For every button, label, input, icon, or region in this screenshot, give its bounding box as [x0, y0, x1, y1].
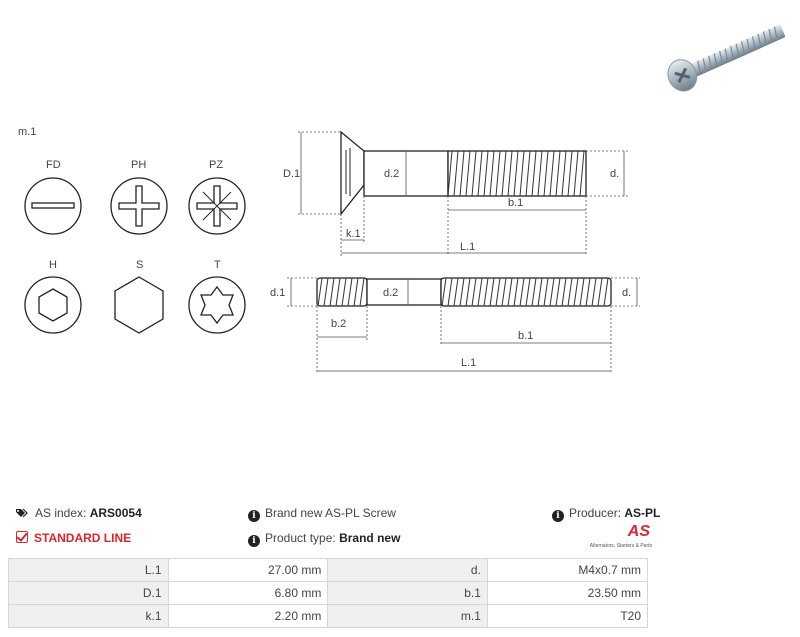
- spec-value: 6.80 mm: [167, 581, 329, 605]
- hex-socket-drive-icon: [24, 276, 82, 334]
- dim-b2: b.2: [331, 318, 346, 330]
- drive-t: T: [188, 259, 246, 334]
- spec-key: d.: [327, 558, 488, 582]
- drive-label: H: [49, 259, 57, 271]
- drive-h: H: [24, 259, 82, 334]
- product-type: i Product type: Brand new: [248, 531, 400, 547]
- producer-label: Producer:: [569, 506, 622, 520]
- producer-value: AS-PL: [624, 506, 661, 520]
- bottom-dimensions: [287, 277, 640, 374]
- checkbox-checked-icon: [16, 531, 28, 543]
- dim-L1: L.1: [460, 241, 475, 253]
- spec-key: D.1: [8, 581, 169, 605]
- torx-drive-icon: [188, 276, 246, 334]
- spec-value: 23.50 mm: [486, 581, 649, 605]
- spec-value: M4x0.7 mm: [486, 558, 649, 582]
- dim-d2: d.2: [383, 287, 398, 299]
- dim-d1: d.1: [270, 287, 285, 299]
- drive-ph: PH: [110, 159, 168, 235]
- dim-d: d.: [622, 287, 631, 299]
- dim-k1: k.1: [346, 228, 361, 240]
- specs-table: L.1 27.00 mm d. M4x0.7 mm D.1 6.80 mm b.…: [8, 558, 649, 628]
- as-pl-logo: AS Alternators, Starters & Parts: [582, 523, 652, 553]
- spec-value: 27.00 mm: [167, 558, 329, 582]
- table-row: L.1 27.00 mm d. M4x0.7 mm: [8, 558, 649, 582]
- standard-line: STANDARD LINE: [16, 531, 131, 545]
- technical-drawing: m.1 FD PH PZ H S T: [18, 126, 640, 374]
- brand-text: Brand new AS-PL Screw: [265, 506, 396, 520]
- brand-description: i Brand new AS-PL Screw: [248, 506, 396, 522]
- bottom-screw: [316, 277, 612, 307]
- logo-mark: AS: [627, 523, 650, 540]
- dim-b1: b.1: [508, 197, 523, 209]
- drive-label: PZ: [209, 159, 223, 171]
- top-thread: [447, 150, 585, 197]
- spec-key: m.1: [327, 604, 488, 628]
- drive-label: PH: [131, 159, 146, 171]
- drive-label: T: [214, 259, 221, 271]
- as-index: AS index: ARS0054: [16, 506, 142, 520]
- producer: i Producer: AS-PL: [552, 506, 660, 522]
- bottom-thread: [317, 277, 609, 307]
- info-icon: i: [248, 535, 260, 547]
- spec-key: k.1: [8, 604, 169, 628]
- as-index-label: AS index:: [35, 506, 87, 520]
- spec-value: 2.20 mm: [167, 604, 329, 628]
- drive-s: S: [114, 259, 164, 334]
- product-type-value: Brand new: [339, 531, 401, 545]
- dim-b1: b.1: [518, 330, 533, 342]
- dim-L1: L.1: [461, 357, 476, 369]
- product-photo: [667, 24, 786, 92]
- pozidriv-drive-icon: [188, 177, 246, 235]
- table-row: k.1 2.20 mm m.1 T20: [8, 604, 649, 628]
- drive-fd: FD: [24, 159, 82, 235]
- info-icon: i: [552, 510, 564, 522]
- hex-head-drive-icon: [114, 276, 164, 334]
- info-icon: i: [248, 510, 260, 522]
- as-index-value: ARS0054: [89, 506, 142, 520]
- table-row: D.1 6.80 mm b.1 23.50 mm: [8, 581, 649, 605]
- spec-key: b.1: [327, 581, 488, 605]
- dim-d: d.: [610, 168, 619, 180]
- drive-pz: PZ: [188, 159, 246, 235]
- drive-label: S: [136, 259, 143, 271]
- flat-drive-icon: [24, 177, 82, 235]
- product-type-label: Product type:: [265, 531, 336, 545]
- spec-key: L.1: [8, 558, 169, 582]
- logo-tagline: Alternators, Starters & Parts: [589, 543, 652, 549]
- dim-D1: D.1: [283, 168, 300, 180]
- standard-line-label: STANDARD LINE: [34, 531, 132, 545]
- tags-icon: [16, 508, 28, 518]
- m1-label: m.1: [18, 126, 36, 138]
- dim-d2: d.2: [384, 168, 399, 180]
- top-dimensions: [298, 131, 628, 256]
- spec-value: T20: [486, 604, 649, 628]
- phillips-drive-icon: [110, 177, 168, 235]
- top-screw: [340, 130, 587, 216]
- drive-label: FD: [46, 159, 61, 171]
